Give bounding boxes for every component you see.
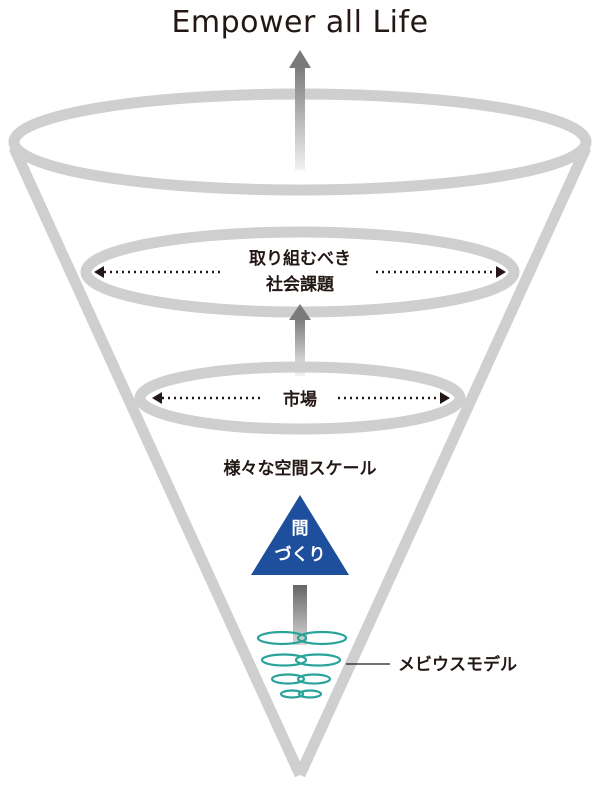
issues-range-arrow [94, 266, 506, 278]
diagram-title: Empower all Life [171, 5, 428, 40]
mobius-coils [256, 630, 348, 699]
mobius-stem [293, 585, 307, 645]
issues-label-line2: 社会課題 [265, 274, 335, 295]
ma-zukuri-triangle [251, 495, 349, 575]
triangle-label-line2: づくり [275, 545, 326, 565]
issues-label-line1: 取り組むべき [249, 248, 351, 269]
cone-outline [8, 145, 592, 778]
market-range-arrow [152, 392, 450, 404]
market-label: 市場 [283, 389, 317, 410]
middle-arrow [289, 304, 311, 376]
market-ring [134, 361, 466, 435]
top-arrow [289, 50, 311, 170]
spatial-scale-label: 様々な空間スケール [224, 458, 377, 479]
triangle-label-line1: 間 [292, 519, 309, 539]
mobius-label: メビウスモデル [398, 654, 517, 675]
